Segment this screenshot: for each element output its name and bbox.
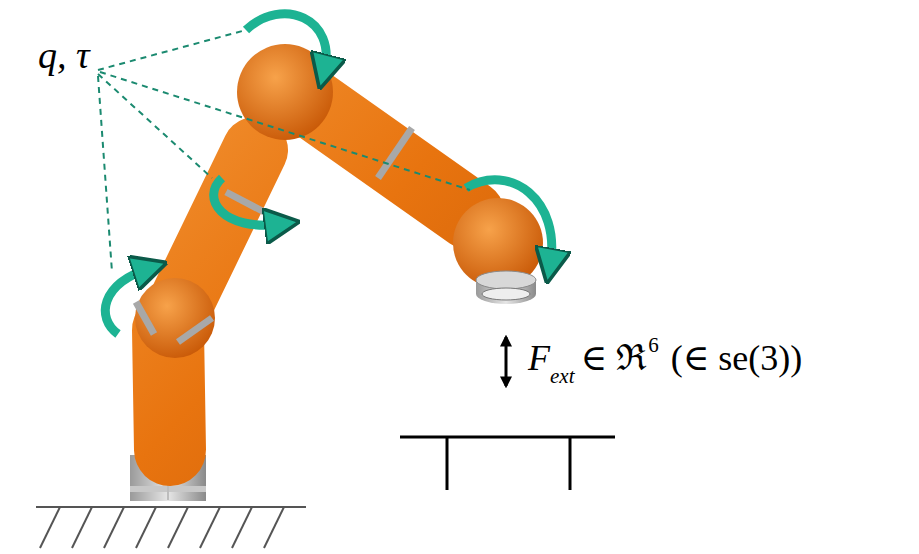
ground-hatch xyxy=(36,507,306,548)
table xyxy=(400,437,615,490)
lower-joint xyxy=(135,278,215,358)
robot-links xyxy=(168,88,470,450)
lie-algebra-note: (∈ se(3)) xyxy=(671,340,803,376)
dimension-superscript: 6 xyxy=(648,335,659,356)
joint-rotation-arrows xyxy=(105,14,551,334)
tool-flange xyxy=(476,271,536,304)
force-symbol: F xyxy=(528,340,550,376)
elbow-joint xyxy=(237,44,333,140)
wrist-sphere xyxy=(453,198,543,288)
force-double-arrow xyxy=(505,337,508,386)
set-membership: ∈ ℜ xyxy=(580,340,647,376)
joint-variables: q, τ xyxy=(38,36,90,74)
leader-lines xyxy=(98,30,470,272)
force-subscript: ext xyxy=(550,366,574,387)
joint-rings xyxy=(136,128,412,342)
